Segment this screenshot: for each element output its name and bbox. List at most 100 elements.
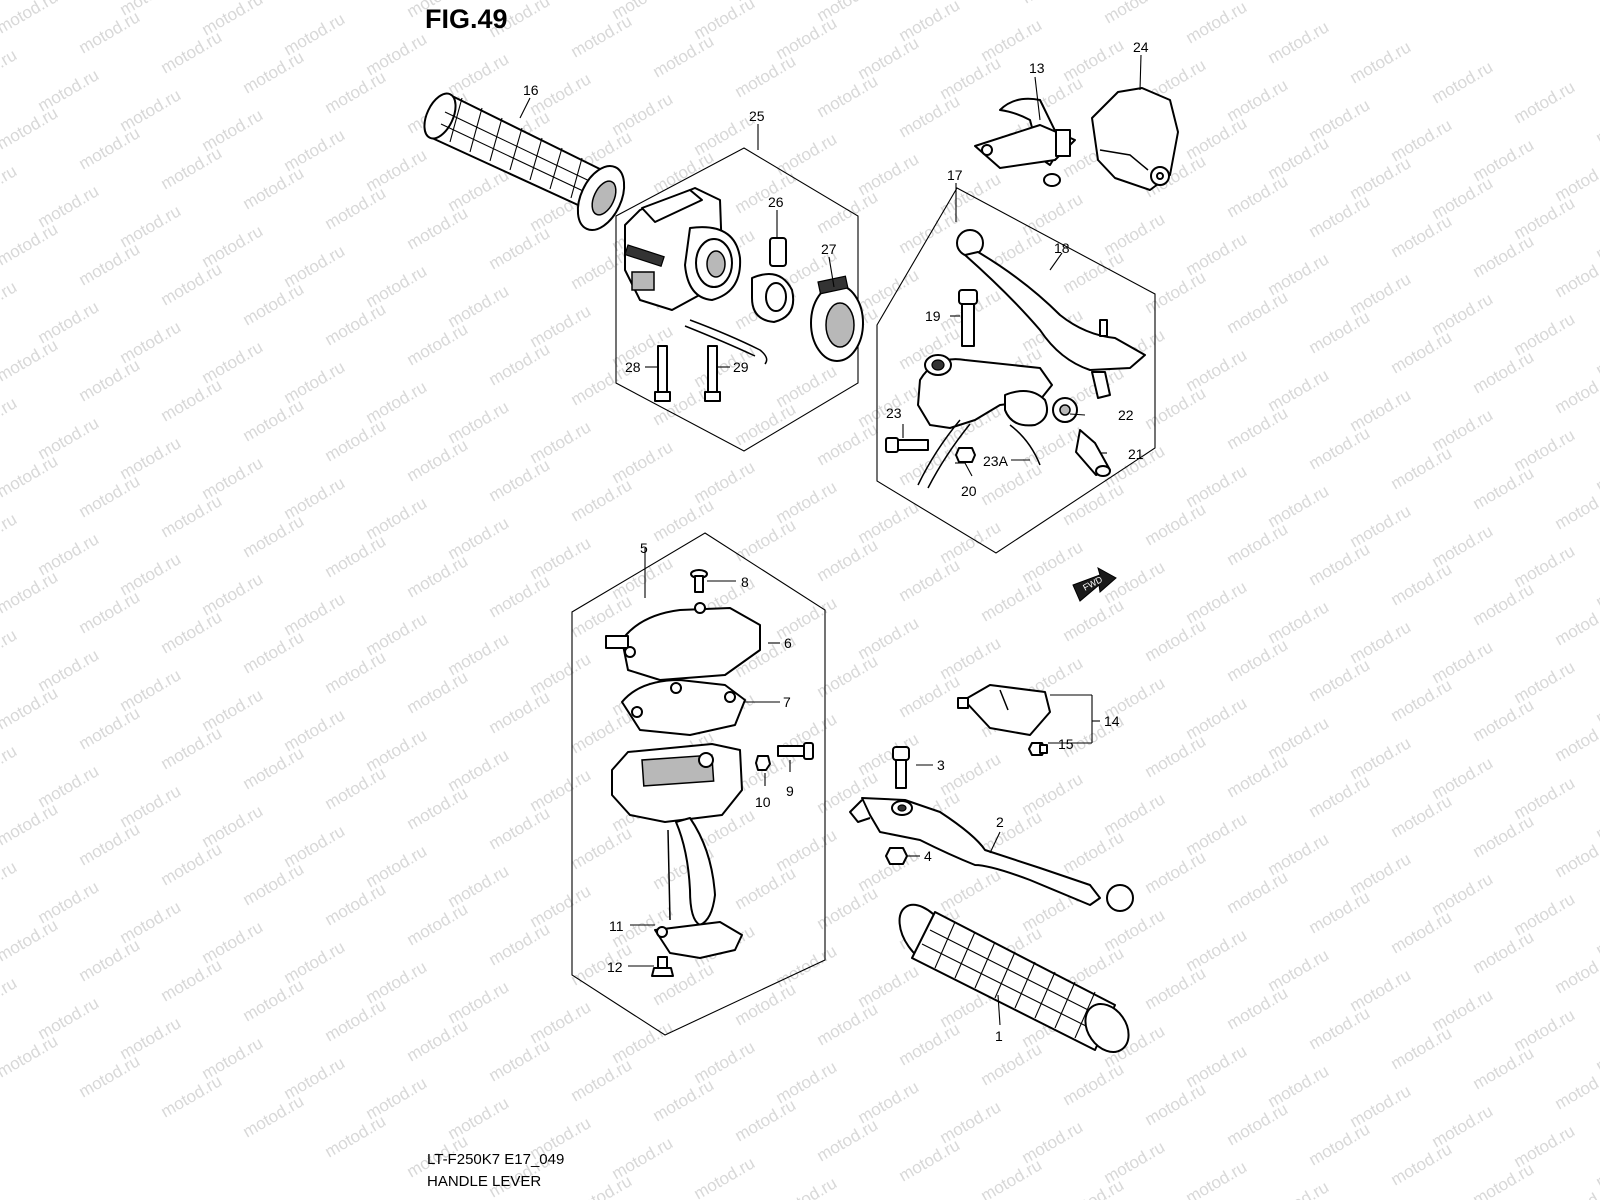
watermark-text: motod.ru [0,973,20,1023]
bolt-19 [958,289,978,347]
watermark-text: motod.ru [1388,559,1456,609]
callout-15: 15 [1058,736,1074,752]
watermark-text: motod.ru [1552,1179,1600,1200]
watermark-text: motod.ru [0,335,61,385]
watermark-text: motod.ru [1388,675,1456,725]
watermark-text: motod.ru [240,47,308,97]
callout-18: 18 [1054,240,1070,256]
disc-22 [1052,397,1078,423]
watermark-text: motod.ru [1142,499,1210,549]
screw-15 [1028,742,1048,756]
watermark-text: motod.ru [568,475,636,525]
watermark-text: motod.ru [814,419,882,469]
watermark-text: motod.ru [773,1173,841,1200]
grip-16 [423,92,626,231]
watermark-text: motod.ru [1265,17,1333,67]
callout-13: 13 [1029,60,1045,76]
bolt-12 [651,956,674,977]
watermark-text: motod.ru [1306,307,1374,357]
watermark-text: motod.ru [0,915,61,965]
watermark-text: motod.ru [1552,599,1600,649]
watermark-text: motod.ru [486,687,554,737]
watermark-text: motod.ru [404,667,472,717]
watermark-text: motod.ru [1511,77,1579,127]
watermark-text: motod.ru [322,995,390,1045]
throttle-ring-27 [810,275,864,362]
watermark-text: motod.ru [1019,0,1087,7]
watermark-text: motod.ru [1183,0,1251,47]
watermark-text: motod.ru [76,819,144,869]
watermark-text: motod.ru [240,627,308,677]
switch-housing-25 [624,187,768,365]
watermark-text: motod.ru [486,223,554,273]
diagram-name: HANDLE LEVER [427,1173,542,1190]
lever-18 [956,229,1146,399]
screw-21 [1075,429,1111,477]
watermark-text: motod.ru [896,207,964,257]
watermark-text: motod.ru [240,395,308,445]
watermark-text: motod.ru [1593,909,1600,959]
watermark-text: motod.ru [1142,615,1210,665]
bolt-9 [777,742,814,760]
watermark-text: motod.ru [1347,37,1415,87]
screw-8 [690,569,708,593]
watermark-text: motod.ru [0,741,20,791]
figure-title: FIG.49 [425,4,508,34]
watermark-text: motod.ru [76,355,144,405]
callout-28: 28 [625,359,641,375]
watermark-text: motod.ru [1429,57,1497,107]
callout-4: 4 [924,848,932,864]
watermark-text: motod.ru [486,1035,554,1085]
watermark-text: motod.ru [814,535,882,585]
callout-10: 10 [755,794,771,810]
watermark-text: motod.ru [322,1111,390,1161]
watermark-text: motod.ru [1388,907,1456,957]
watermark-text: motod.ru [0,683,61,733]
watermark-text: motod.ru [240,975,308,1025]
watermark-text: motod.ru [322,299,390,349]
watermark-text: motod.ru [732,51,800,101]
watermark-text: motod.ru [1552,251,1600,301]
watermark-text: motod.ru [1470,347,1538,397]
watermark-text: motod.ru [322,0,390,1]
watermark-text: motod.ru [0,509,20,559]
watermark-text: motod.ru [1593,213,1600,263]
watermark-text: motod.ru [1593,97,1600,147]
callout-27: 27 [821,241,837,257]
nut-20 [955,447,976,463]
grip-1 [898,903,1130,1053]
watermark-text: motod.ru [486,571,554,621]
watermark-text: motod.ru [158,491,226,541]
callout-7: 7 [783,694,791,710]
watermark-text: motod.ru [0,161,20,211]
watermark-text: motod.ru [1388,1023,1456,1073]
watermark-text: motod.ru [0,393,20,443]
watermark-text: motod.ru [404,319,472,369]
watermark-text: motod.ru [978,1039,1046,1089]
watermark-text: motod.ru [896,1019,964,1069]
watermark-text: motod.ru [568,1171,636,1200]
watermark-text: motod.ru [322,647,390,697]
watermark-text: motod.ru [158,955,226,1005]
callout-25: 25 [749,108,765,124]
watermark-text: motod.ru [1388,1139,1456,1189]
watermark-text: motod.ru [158,839,226,889]
watermark-text: motod.ru [76,703,144,753]
callout-16: 16 [523,82,539,98]
watermark-text: motod.ru [322,183,390,233]
watermark-text: motod.ru [404,899,472,949]
watermark-text: motod.ru [1060,247,1128,297]
cable-tube [917,419,971,489]
watermark-text: motod.ru [1142,1079,1210,1129]
watermark-text: motod.ru [1470,811,1538,861]
watermark-text: motod.ru [0,45,20,95]
watermark-text: motod.ru [732,515,800,565]
watermark-text: motod.ru [814,71,882,121]
callout-23a: 23A [983,453,1009,469]
watermark-text: motod.ru [76,239,144,289]
watermark-text: motod.ru [1552,947,1600,997]
watermark-text: motod.ru [1552,483,1600,533]
watermark-text: motod.ru [568,707,636,757]
